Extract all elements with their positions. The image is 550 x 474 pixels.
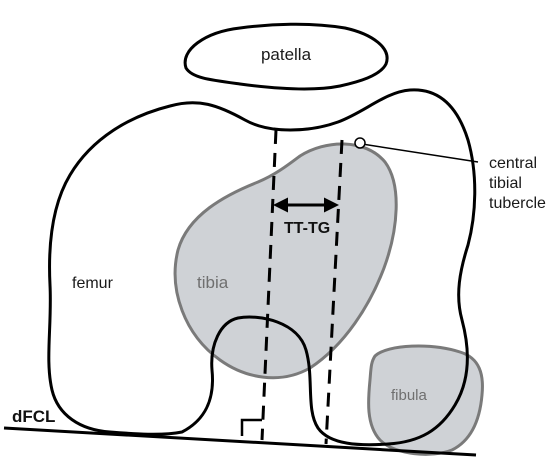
dfcl-line: [3, 426, 477, 457]
tt-tg-label: TT-TG: [284, 220, 330, 237]
tibia-label: tibia: [197, 273, 229, 292]
right-angle-marker: [240, 418, 262, 436]
fibula-shape: [367, 344, 484, 456]
femur-label: femur: [72, 275, 114, 292]
tg-dashed-line: [260, 129, 278, 441]
patella-label: patella: [261, 45, 312, 64]
tubercle-label-line-1: central: [489, 155, 537, 172]
tubercle-leader-line: [361, 143, 479, 163]
tibia-shape: [173, 142, 398, 380]
tubercle-label-line-2: tibial: [489, 175, 522, 192]
patella-shape: [183, 22, 389, 91]
central-tibial-tubercle-point: [354, 137, 366, 149]
fibula-label: fibula: [391, 387, 428, 404]
dfcl-label: dFCL: [12, 407, 55, 426]
tt-dashed-line: [324, 139, 344, 445]
tubercle-label-line-3: tubercle: [489, 195, 546, 212]
femur-outline: [47, 88, 477, 447]
